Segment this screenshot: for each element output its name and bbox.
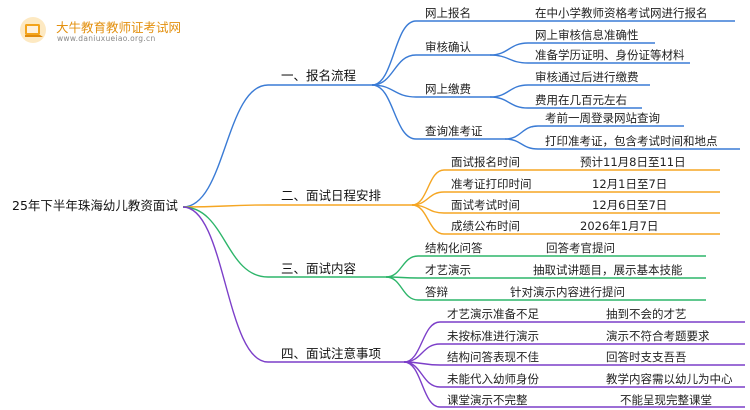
connector-b1-node-3: [371, 84, 505, 140]
root-node: 25年下半年珠海幼儿教资面试: [12, 198, 178, 213]
node-interview-registration-time: 面试报名时间: [451, 155, 520, 169]
connector-b1-node-1: [371, 54, 490, 86]
leaf-admission-ticket-1: 考前一周登录网站查询: [545, 111, 660, 125]
node-ticket-print-time: 准考证打印时间: [451, 177, 532, 191]
leaf-review-confirm-1: 网上审核信息准确性: [535, 28, 639, 42]
leaf-teacher-identity: 教学内容需以幼儿为中心: [606, 372, 733, 386]
node-review-confirm: 审核确认: [425, 40, 471, 54]
leaf-interview-registration-time: 预计11月8日至11日: [580, 155, 686, 169]
leaf-incomplete-demo: 不能呈现完整课堂: [620, 393, 712, 407]
connector-b1-leaf: [489, 84, 650, 98]
logo-icon: [16, 15, 50, 45]
leaf-interview-exam-time: 12月6日至7日: [592, 198, 668, 212]
leaf-online-payment-1: 审核通过后进行缴费: [535, 70, 639, 84]
branch-registration-process: 一、报名流程: [281, 68, 357, 83]
node-talent-unprepared: 才艺演示准备不足: [447, 307, 539, 321]
connector-b3-node-1: [385, 276, 706, 279]
leaf-talent-demo: 抽取试讲题目，展示基本技能: [533, 263, 683, 277]
connector-b1-node-2: [371, 84, 490, 98]
node-structured-qa: 结构化问答: [425, 241, 483, 255]
leaf-score-release-time: 2026年1月7日: [580, 219, 659, 233]
node-admission-ticket-query: 查询准考证: [425, 124, 483, 138]
connector-b1-leaf: [504, 138, 740, 150]
node-online-registration: 网上报名: [425, 6, 471, 20]
node-interview-exam-time: 面试考试时间: [451, 198, 520, 212]
branch-interview-schedule: 二、面试日程安排: [281, 188, 382, 203]
connector-b1-node-0: [371, 20, 735, 86]
connector-b4-node-1: [403, 343, 745, 363]
logo-title: 大牛教育教师证考试网: [56, 20, 182, 35]
leaf-ticket-print-time: 12月1日至7日: [592, 177, 668, 191]
connector-b4-node-4: [403, 361, 745, 408]
branch-interview-content: 三、面试内容: [281, 261, 357, 276]
connector-b2-node-3: [411, 204, 720, 235]
branch-interview-notes: 四、面试注意事项: [281, 346, 382, 361]
leaf-talent-unprepared: 抽到不会的才艺: [606, 307, 687, 321]
connector-branch-1: [182, 84, 372, 208]
leaf-online-payment-2: 费用在几百元左右: [535, 93, 627, 107]
connector-b4-node-0: [403, 321, 745, 363]
leaf-review-confirm-2: 准备学历证明、身份证等材料: [535, 48, 685, 62]
leaf-structured-qa: 回答考官提问: [546, 241, 615, 255]
connector-branch-4: [182, 206, 404, 363]
leaf-defense: 针对演示内容进行提问: [510, 285, 625, 299]
node-talent-demo: 才艺演示: [425, 263, 471, 277]
node-nonstandard-demo: 未按标准进行演示: [447, 329, 539, 343]
logo-url: www.daniuxueiao.org.cn: [57, 34, 156, 43]
connector-branch-2: [182, 204, 412, 208]
connector-b3-node-0: [385, 255, 706, 278]
connector-b3-node-2: [385, 276, 706, 301]
connector-b1-leaf: [489, 96, 642, 109]
connector-b2-node-1: [411, 191, 720, 206]
leaf-online-registration: 在中小学教师资格考试网进行报名: [535, 6, 708, 20]
leaf-poor-qa: 回答时支支吾吾: [606, 350, 687, 364]
node-score-release-time: 成绩公布时间: [451, 219, 520, 233]
node-poor-qa: 结构问答表现不佳: [447, 350, 539, 364]
leaf-nonstandard-demo: 演示不符合考题要求: [606, 329, 710, 343]
connector-b1-leaf: [489, 42, 655, 56]
node-teacher-identity: 未能代入幼师身份: [447, 372, 539, 386]
connector-b1-leaf: [489, 54, 690, 64]
connector-b2-node-0: [411, 169, 720, 206]
node-online-payment: 网上缴费: [425, 82, 471, 96]
node-defense: 答辩: [425, 285, 448, 299]
node-incomplete-demo: 课堂演示不完整: [447, 393, 528, 407]
connector-b1-leaf: [504, 125, 684, 140]
connector-branch-3: [182, 206, 386, 278]
leaf-admission-ticket-2: 打印准考证，包含考试时间和地点: [545, 134, 718, 148]
